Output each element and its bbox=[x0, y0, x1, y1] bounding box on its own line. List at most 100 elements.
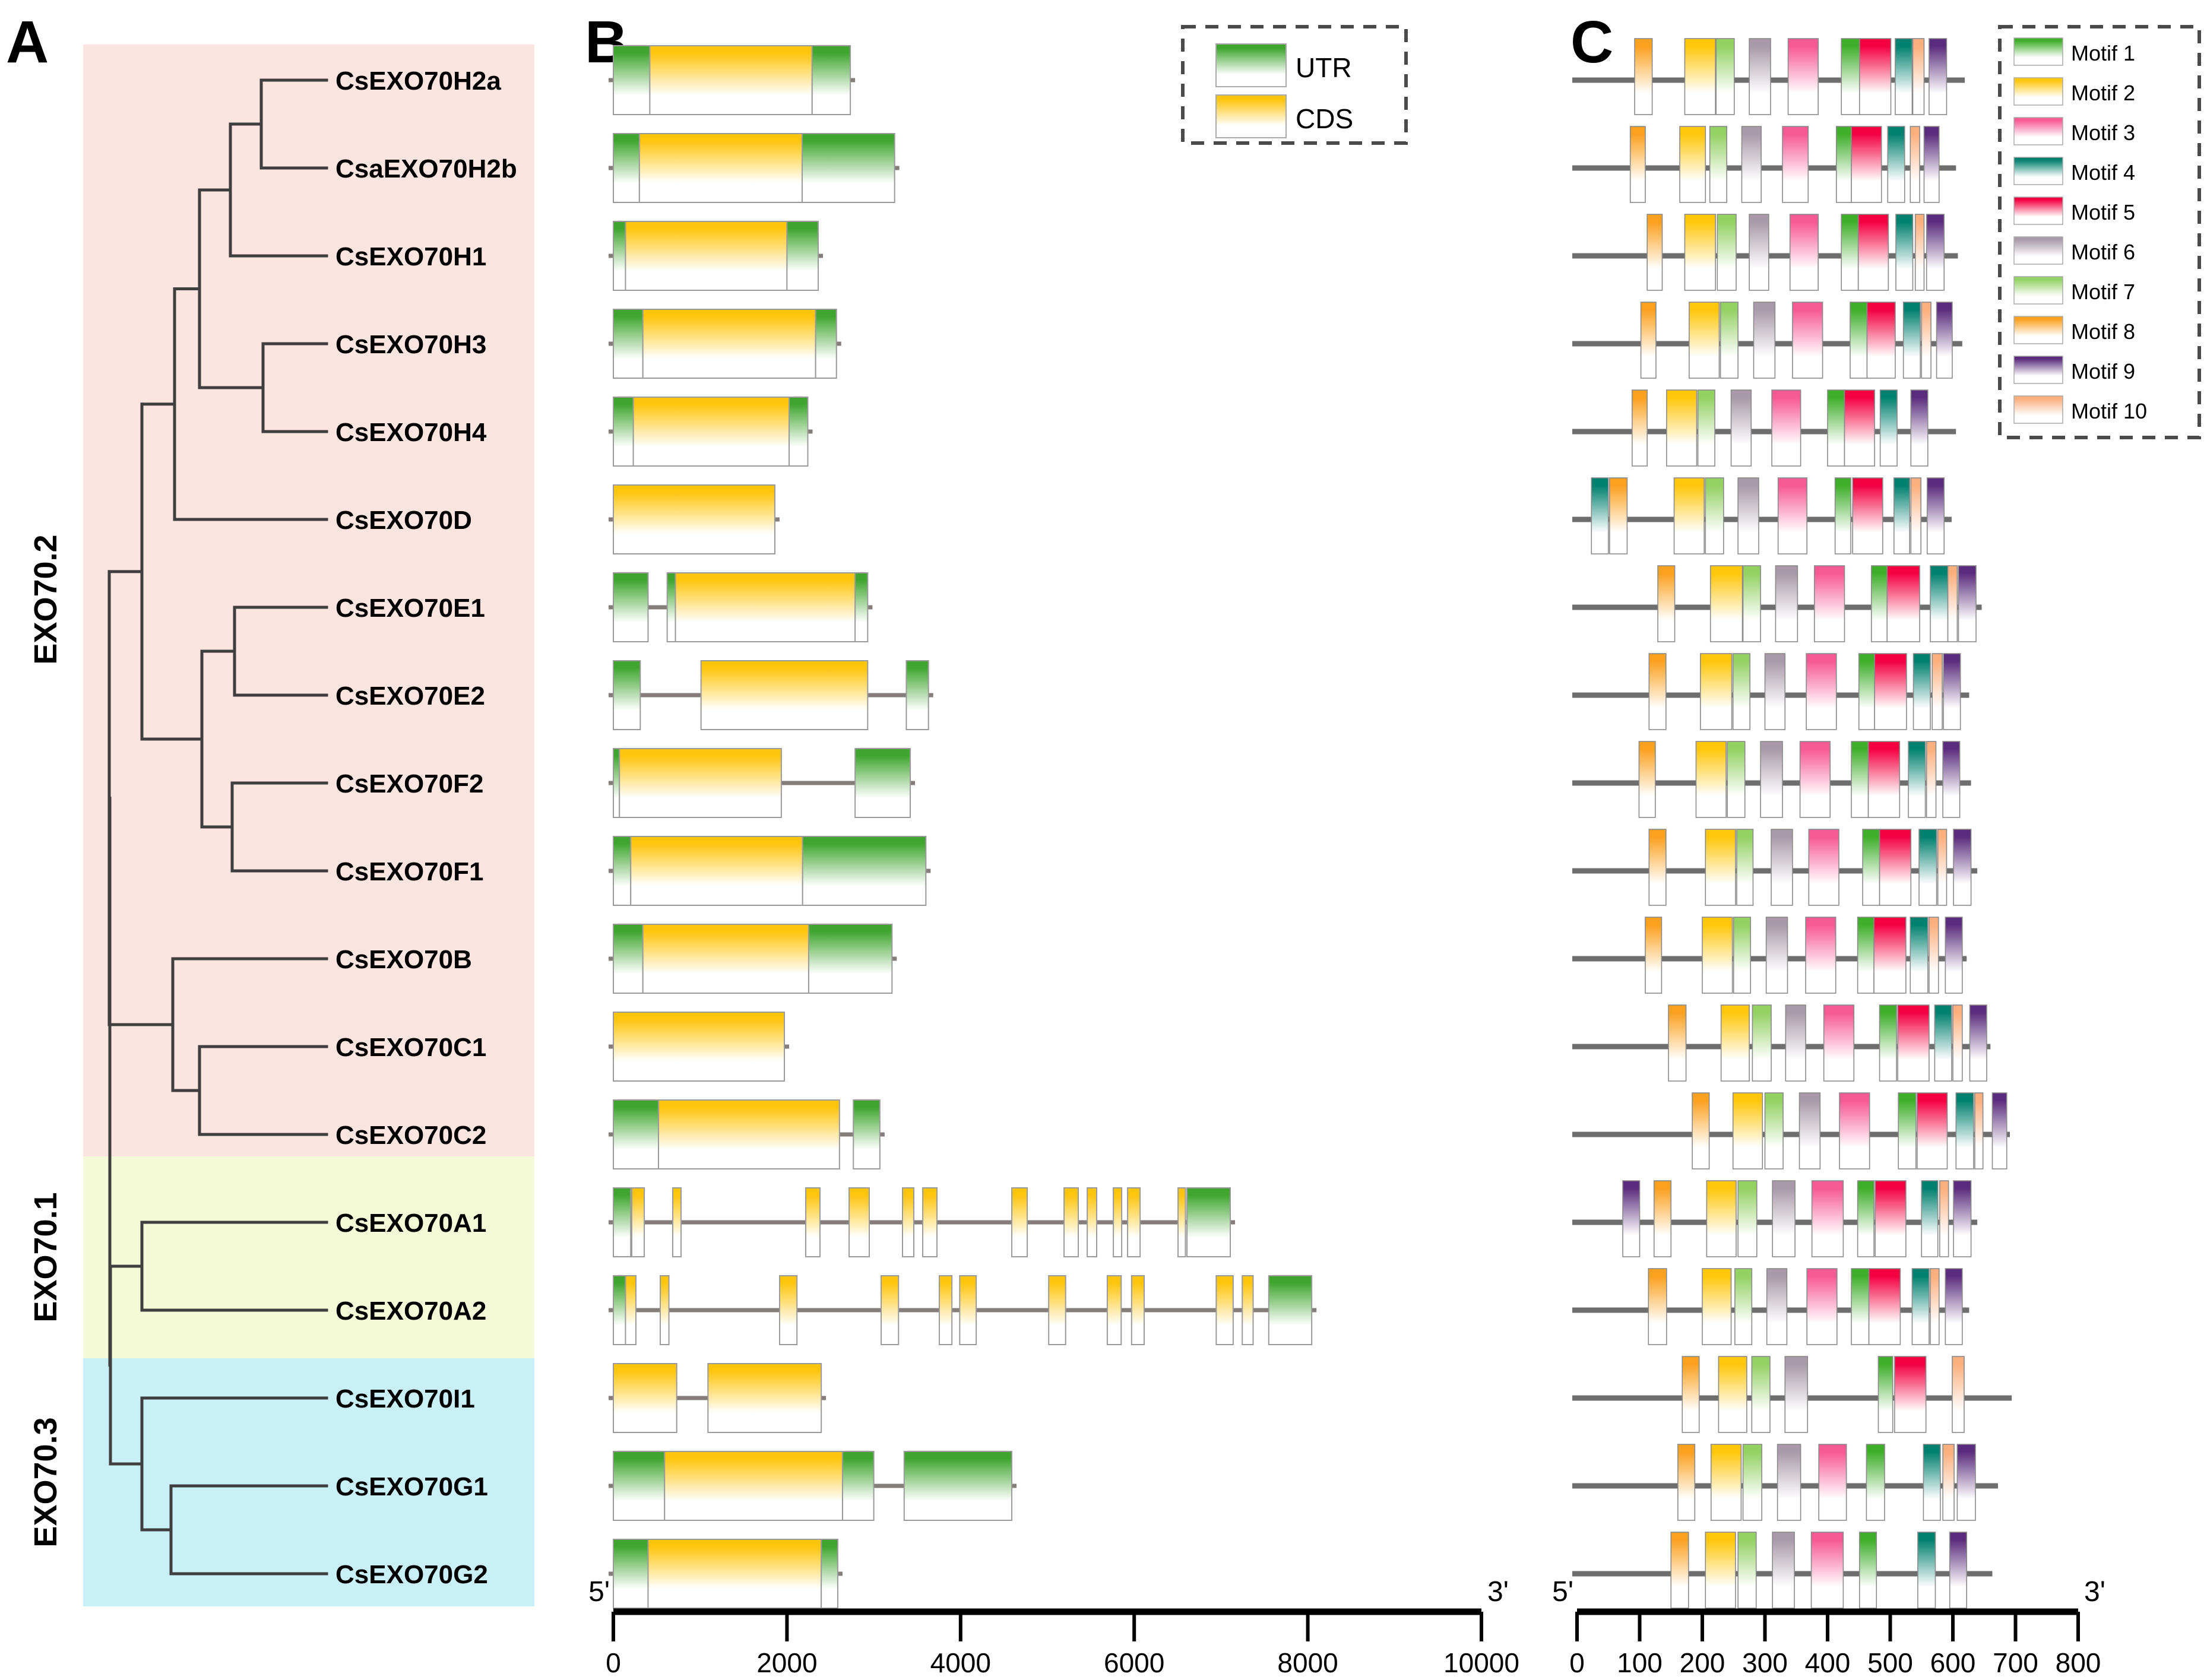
motif-6-box bbox=[1737, 477, 1759, 554]
motif-row-CsEXO70E1 bbox=[1572, 565, 1982, 642]
motif-row-CsEXO70I1 bbox=[1572, 1356, 2012, 1433]
axis-tick-label: 700 bbox=[1993, 1647, 2038, 1678]
tip-label: CsEXO70G1 bbox=[335, 1472, 488, 1501]
motif-8-box bbox=[1668, 1004, 1687, 1082]
motif-9-box bbox=[1929, 38, 1948, 115]
utr-box bbox=[854, 748, 911, 818]
motif-1-box bbox=[1834, 477, 1851, 554]
motif-10-box bbox=[1942, 1444, 1955, 1521]
motif-2-box bbox=[1695, 741, 1727, 818]
motif-4-box bbox=[1934, 1004, 1952, 1082]
cds-box bbox=[938, 1275, 953, 1345]
utr-box bbox=[613, 660, 641, 730]
axis-tick-label: 300 bbox=[1742, 1647, 1788, 1678]
legend-b-swatch-cds bbox=[1215, 94, 1287, 138]
motif-9-box bbox=[1926, 477, 1945, 554]
legend-c-border bbox=[1998, 25, 2201, 439]
motif-8-box bbox=[1609, 477, 1628, 554]
motif-2-box bbox=[1679, 126, 1706, 203]
utr-box bbox=[821, 1539, 838, 1609]
motif-9-box bbox=[1910, 389, 1929, 467]
motif-4-box bbox=[1887, 126, 1905, 203]
cds-box bbox=[642, 924, 809, 994]
legend-c-label: Motif 7 bbox=[2071, 280, 2135, 304]
motif-3-box bbox=[1810, 1532, 1844, 1609]
five-prime-label: 5' bbox=[588, 1576, 610, 1608]
cds-box bbox=[649, 45, 813, 115]
motif-5-box bbox=[1868, 1268, 1901, 1345]
motif-10-box bbox=[1912, 38, 1925, 115]
motif-6-box bbox=[1749, 214, 1769, 291]
cds-box bbox=[805, 1187, 821, 1257]
motif-3-box bbox=[1799, 741, 1831, 818]
utr-box bbox=[613, 1451, 666, 1521]
motif-1-box bbox=[1866, 1444, 1885, 1521]
motif-6-box bbox=[1771, 829, 1793, 906]
motif-6-box bbox=[1741, 126, 1762, 203]
motif-10-box bbox=[1937, 829, 1948, 906]
motif-2-box bbox=[1684, 214, 1716, 291]
tip-label: CsEXO70C2 bbox=[335, 1121, 486, 1150]
legend-c-swatch-motif-5 bbox=[2013, 196, 2063, 225]
legend-b-border bbox=[1181, 25, 1408, 145]
cds-box bbox=[613, 1012, 786, 1082]
motif-4-box bbox=[1910, 917, 1929, 994]
motif-4-box bbox=[1902, 302, 1921, 379]
motif-3-box bbox=[1789, 214, 1819, 291]
motif-9-box bbox=[1945, 917, 1963, 994]
motif-8-box bbox=[1638, 741, 1656, 818]
motif-2-box bbox=[1684, 38, 1716, 115]
motif-2-box bbox=[1689, 302, 1720, 379]
motif-4-box bbox=[1930, 565, 1949, 642]
motif-8-box bbox=[1653, 1180, 1672, 1257]
clade-band-exo70.3 bbox=[83, 1358, 534, 1606]
utr-box bbox=[613, 1539, 649, 1609]
motif-3-box bbox=[1792, 302, 1823, 379]
utr-box bbox=[613, 397, 634, 467]
utr-box bbox=[815, 309, 837, 379]
three-prime-label: 3' bbox=[2084, 1576, 2105, 1608]
cds-box bbox=[625, 221, 788, 291]
motif-8-box bbox=[1692, 1092, 1710, 1169]
motif-4-box bbox=[1908, 741, 1926, 818]
cds-box bbox=[619, 748, 782, 818]
legend-b-swatch-utr bbox=[1215, 43, 1287, 87]
motif-10-box bbox=[1931, 653, 1943, 730]
motif-8-box bbox=[1646, 214, 1663, 291]
utr-box bbox=[613, 221, 626, 291]
motif-3-box bbox=[1823, 1004, 1855, 1082]
motif-1-box bbox=[1862, 829, 1880, 906]
motif-2-box bbox=[1705, 1532, 1736, 1609]
legend-b-label: UTR bbox=[1296, 52, 1352, 83]
motif-4-box bbox=[1955, 1092, 1974, 1169]
utr-box bbox=[1268, 1275, 1313, 1345]
motif-7-box bbox=[1717, 214, 1737, 291]
motif-10-box bbox=[1929, 917, 1939, 994]
tip-label: CsaEXO70H2b bbox=[335, 154, 517, 183]
axis-tick-label: 400 bbox=[1805, 1647, 1851, 1678]
motif-6-box bbox=[1766, 1268, 1788, 1345]
motif-row-CsEXO70E2 bbox=[1572, 653, 1969, 730]
motif-8-box bbox=[1629, 126, 1646, 203]
utr-box bbox=[613, 572, 649, 642]
cds-box bbox=[672, 1187, 682, 1257]
gene-row-CsEXO70D bbox=[609, 484, 780, 554]
utr-box bbox=[613, 836, 632, 906]
utr-box bbox=[613, 309, 644, 379]
motif-1-box bbox=[1877, 1356, 1893, 1433]
utr-box bbox=[789, 397, 809, 467]
motif-1-box bbox=[1850, 302, 1868, 379]
motif-row-CsEXO70H2a bbox=[1572, 38, 1965, 115]
motif-7-box bbox=[1732, 653, 1750, 730]
cds-box bbox=[959, 1275, 977, 1345]
utr-box bbox=[613, 133, 640, 203]
motif-10-box bbox=[1930, 1268, 1940, 1345]
utr-box bbox=[841, 1451, 875, 1521]
motif-8-box bbox=[1648, 1268, 1667, 1345]
motif-5-box bbox=[1851, 126, 1882, 203]
cds-box bbox=[881, 1275, 900, 1345]
motif-row-CsaEXO70H2b bbox=[1572, 126, 1956, 203]
motif-10-box bbox=[1926, 741, 1937, 818]
axis-tick-label: 6000 bbox=[1104, 1647, 1164, 1678]
